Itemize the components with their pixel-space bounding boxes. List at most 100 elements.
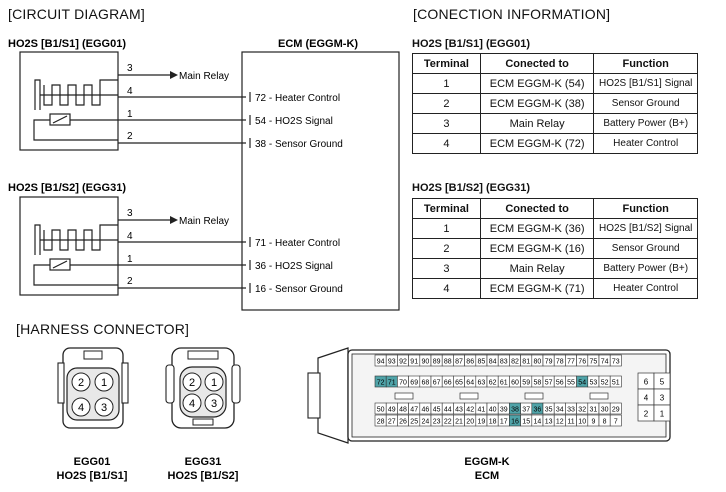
harness-connector-title: [HARNESS CONNECTOR] <box>16 321 190 337</box>
header-terminal: Terminal <box>412 198 481 219</box>
ecm-pin-label: 55 <box>567 380 575 387</box>
heater-element <box>43 224 118 251</box>
cell-connected-to: ECM EGGM-K (72) <box>479 133 595 154</box>
main-relay-label: Main Relay <box>179 71 229 82</box>
main-relay-label: Main Relay <box>179 216 229 227</box>
ecm-pin-label: 74 <box>601 359 609 366</box>
ecm-pin-label: 76 <box>578 359 586 366</box>
cell-connected-to: ECM EGGM-K (16) <box>479 238 595 259</box>
ecm-pin-label: 72 <box>377 380 385 387</box>
connection-info-title: [CONECTION INFORMATION] <box>413 6 611 22</box>
ecm-pin-label: 79 <box>545 359 553 366</box>
pin-label: 3 <box>101 402 107 414</box>
ecm-pin-label: 38 - Sensor Ground <box>255 139 343 150</box>
ecm-pin-label: 11 <box>567 419 574 426</box>
ecm-pin-label: 61 <box>500 380 508 387</box>
header-connected-to: Conected to <box>479 53 595 74</box>
ecm-pin-label: 69 <box>410 380 418 387</box>
ecm-pin-label: 50 <box>377 407 385 414</box>
cell-terminal: 1 <box>412 73 481 94</box>
ecm-side-pin-label: 3 <box>660 394 665 403</box>
cell-function: Battery Power (B+) <box>593 113 698 134</box>
connector-egg31: 2 1 4 3 EGG31 HO2S [B1/S2] <box>165 347 241 482</box>
ecm-pin-label: 77 <box>567 359 575 366</box>
ecm-pin-label: 31 <box>590 407 598 414</box>
ecm-pin-label: 78 <box>556 359 564 366</box>
ecm-pin-label: 70 <box>399 380 407 387</box>
ecm-pin-label: 68 <box>422 380 430 387</box>
pin-label: 1 <box>101 377 107 389</box>
sensor-b1s1-circuit: HO2S [B1/S1] (EGG01) Main Relay 3 4 1 2 … <box>8 38 343 151</box>
ecm-pin-label: 25 <box>410 419 418 426</box>
ecm-side-pin-label: 5 <box>660 378 665 387</box>
arrow-icon <box>170 216 178 224</box>
ecm-pin-label: 12 <box>556 419 564 426</box>
cell-function: HO2S [B1/S2] Signal <box>593 218 698 239</box>
ecm-pin-label: 15 <box>522 419 530 426</box>
pin-label: 3 <box>127 208 133 219</box>
ecm-pin-label: 49 <box>388 407 396 414</box>
ecm-pin-label: 18 <box>489 419 497 426</box>
cell-terminal: 3 <box>412 258 481 279</box>
ecm-side-pin-label: 2 <box>644 410 649 419</box>
header-terminal: Terminal <box>412 53 481 74</box>
cell-connected-to: Main Relay <box>479 258 595 279</box>
header-connected-to: Conected to <box>479 198 595 219</box>
arrow-icon <box>170 71 178 79</box>
ecm-pin-cell <box>609 375 622 388</box>
ecm-pin-label: 34 <box>556 407 564 414</box>
ecm-side-pin-label: 4 <box>644 394 649 403</box>
cell-function: Battery Power (B+) <box>593 258 698 279</box>
cell-function: HO2S [B1/S1] Signal <box>593 73 698 94</box>
cell-function: Heater Control <box>593 133 698 154</box>
connector-sublabel: ECM <box>475 470 499 482</box>
ecm-pin-label: 40 <box>489 407 497 414</box>
ecm-pin-cell <box>609 414 622 427</box>
ecm-pin-label: 63 <box>478 380 486 387</box>
heater-wire <box>34 79 118 110</box>
ecm-pin-label: 86 <box>466 359 474 366</box>
connector-sublabel: HO2S [B1/S2] <box>168 470 239 482</box>
ecm-pin-label: 13 <box>545 419 553 426</box>
table1-title: HO2S [B1/S1] (EGG01) <box>412 38 530 50</box>
ecm-pin-label: 53 <box>590 380 598 387</box>
ecm-pin-label: 75 <box>590 359 598 366</box>
ecm-pin-label: 82 <box>511 359 519 366</box>
ecm-pin-label: 73 <box>612 359 620 366</box>
connector-label: EGG31 <box>185 456 222 468</box>
connector-sublabel: HO2S [B1/S1] <box>57 470 128 482</box>
ecm-pin-label: 57 <box>545 380 553 387</box>
ecm-pin-label: 62 <box>489 380 497 387</box>
ecm-pin-label: 72 - Heater Control <box>255 93 340 104</box>
cell-connected-to: ECM EGGM-K (36) <box>479 218 595 239</box>
table-header-row: Terminal Conected to Function <box>412 53 698 74</box>
ecm-pin-label: 80 <box>534 359 542 366</box>
connector-label: EGG01 <box>74 456 111 468</box>
ecm-pin-label: 37 <box>522 407 530 414</box>
ecm-pin-label: 7 <box>614 419 618 426</box>
pin-label: 1 <box>127 254 133 265</box>
ecm-pin-label: 93 <box>388 359 396 366</box>
ecm-pin-label: 60 <box>511 380 519 387</box>
ecm-pin-label: 56 <box>556 380 564 387</box>
circuit-diagram: ECM (EGGM-K) HO2S [B1/S1] (EGG01) Main R… <box>8 38 400 311</box>
ecm-pin-label: 9 <box>591 419 595 426</box>
ecm-pin-label: 54 <box>578 380 586 387</box>
cell-connected-to: ECM EGGM-K (71) <box>479 278 595 299</box>
ecm-pin-label: 84 <box>489 359 497 366</box>
ecm-pin-label: 66 <box>444 380 452 387</box>
ecm-pin-label: 71 <box>388 380 396 387</box>
pin-label: 4 <box>189 398 195 410</box>
ecm-pin-label: 48 <box>399 407 407 414</box>
ecm-pin-label: 88 <box>444 359 452 366</box>
ecm-pin-label: 22 <box>444 419 452 426</box>
ecm-pin-label: 33 <box>567 407 575 414</box>
ecm-title: ECM (EGGM-K) <box>278 38 358 50</box>
